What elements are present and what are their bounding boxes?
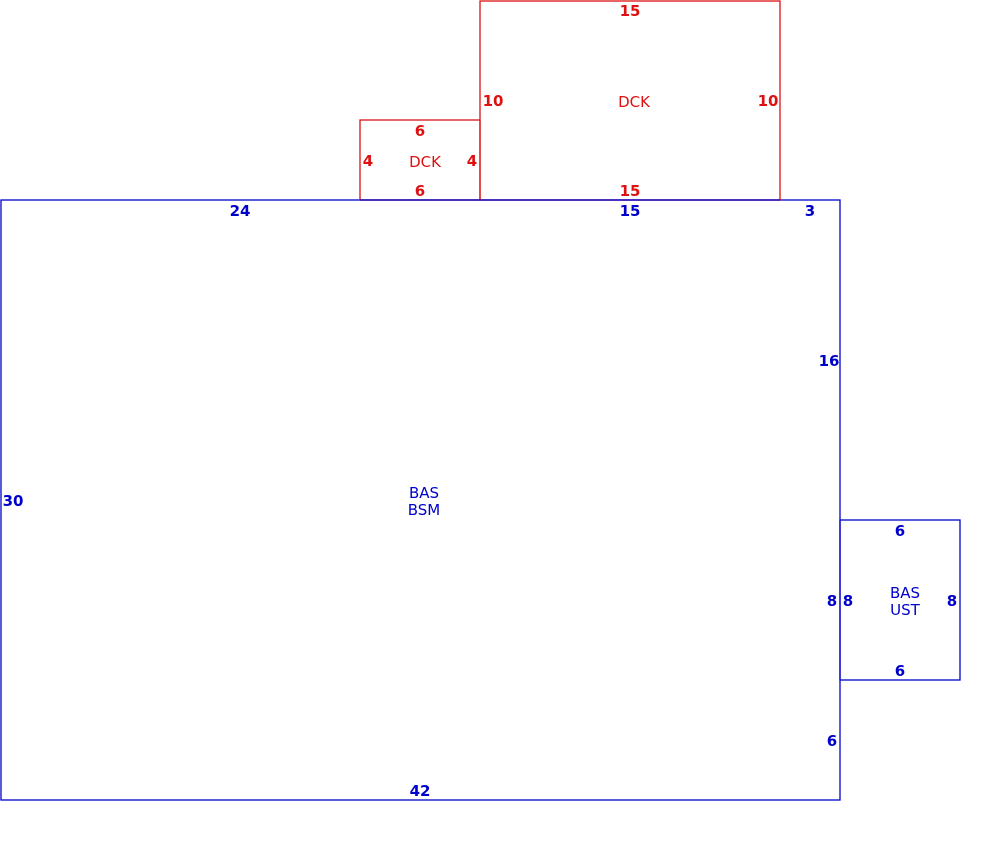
extension-area-outline bbox=[839, 519, 961, 681]
main-area-code: BAS bbox=[409, 484, 439, 502]
main-dim-top-left: 24 bbox=[230, 202, 251, 220]
deck-large: DCK 15 10 10 15 bbox=[479, 0, 781, 201]
deck-small-code: DCK bbox=[409, 153, 442, 171]
extension-area-sub: UST bbox=[890, 601, 921, 619]
main-dim-top-mid: 15 bbox=[620, 202, 641, 220]
deck-small-dim-left: 4 bbox=[363, 152, 373, 170]
main-area: BAS BSM 24 15 3 16 30 6 42 bbox=[0, 199, 841, 801]
deck-large-dim-left: 10 bbox=[483, 92, 504, 110]
deck-small: DCK 6 4 4 6 bbox=[359, 119, 481, 201]
extension-dim-top: 6 bbox=[895, 522, 905, 540]
main-dim-left: 30 bbox=[3, 492, 24, 510]
main-dim-top-right: 3 bbox=[805, 202, 815, 220]
deck-large-dim-bottom: 15 bbox=[620, 182, 641, 200]
main-dim-right-upper: 16 bbox=[819, 352, 840, 370]
extension-dim-left-inner: 8 bbox=[843, 592, 853, 610]
deck-small-dim-bottom: 6 bbox=[415, 182, 425, 200]
extension-dim-right: 8 bbox=[947, 592, 957, 610]
extension-area: BAS UST 6 8 8 8 6 bbox=[827, 519, 961, 681]
extension-dim-bottom: 6 bbox=[895, 662, 905, 680]
deck-small-dim-top: 6 bbox=[415, 122, 425, 140]
deck-large-dim-top: 15 bbox=[620, 2, 641, 20]
extension-area-code: BAS bbox=[890, 584, 920, 602]
deck-small-dim-right: 4 bbox=[467, 152, 477, 170]
extension-dim-left: 8 bbox=[827, 592, 837, 610]
deck-large-dim-right: 10 bbox=[758, 92, 779, 110]
main-dim-right-lower: 6 bbox=[827, 732, 837, 750]
deck-large-code: DCK bbox=[618, 93, 651, 111]
main-dim-bottom: 42 bbox=[410, 782, 431, 800]
main-area-sub: BSM bbox=[408, 501, 441, 519]
